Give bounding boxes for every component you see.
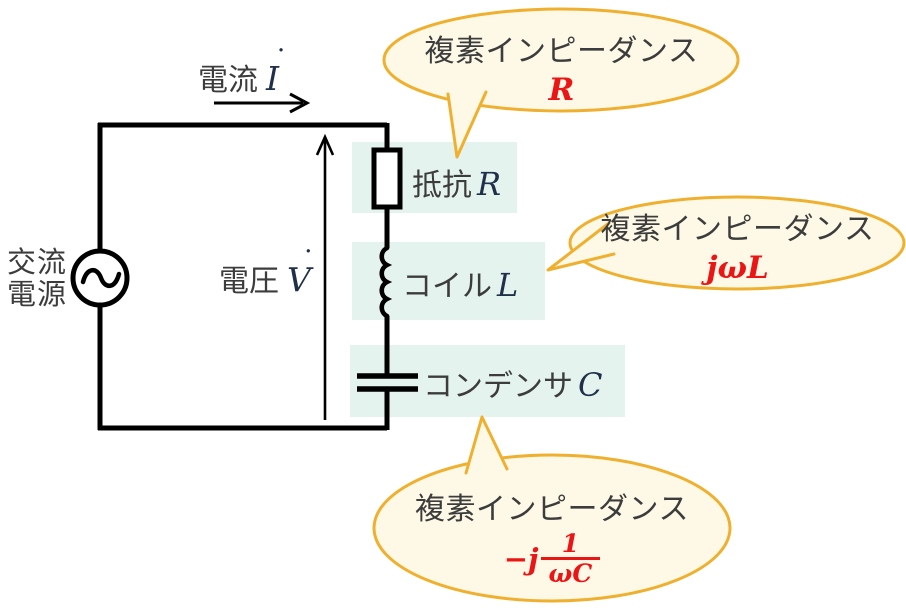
- fraction-numerator: 1: [561, 529, 580, 558]
- formula-minus-j: −j: [503, 542, 539, 577]
- bubble-resistor-tail: [446, 90, 488, 159]
- voltage-arrow-icon: [315, 133, 335, 420]
- resistor-label-text: 抵抗: [412, 169, 472, 202]
- capacitor-symbol: [357, 373, 418, 392]
- resistor-label: 抵抗 R: [412, 160, 501, 204]
- bubble-coil-title: 複素インピーダンス: [600, 213, 875, 246]
- coil-label-text: コイル: [402, 270, 492, 303]
- bubble-resistor-formula: R: [548, 72, 575, 108]
- voltage-dot: ˙: [300, 244, 316, 280]
- bubble-capacitor-tail: [464, 415, 509, 475]
- current-label: 電流 I˙: [198, 43, 289, 99]
- bubble-capacitor-text: 複素インピーダンス −j 1 ωC: [374, 484, 730, 588]
- voltage-label: 電圧 V˙: [219, 244, 316, 300]
- bubble-capacitor-shape: [372, 415, 732, 603]
- ac-source-label: 交流 電源: [4, 247, 70, 312]
- bubble-resistor-shape: [382, 7, 740, 159]
- bubble-coil-tail: [546, 221, 616, 272]
- bubble-coil-text: 複素インピーダンス jωL: [570, 204, 905, 286]
- sine-wave-icon: [80, 268, 122, 288]
- circuit-wires: [97, 122, 390, 431]
- ac-source-label-line2: 電源: [6, 279, 67, 312]
- ac-source-symbol: [70, 248, 130, 308]
- bubble-capacitor-formula: −j 1 ωC: [503, 529, 601, 588]
- voltage-label-text: 電圧: [219, 265, 279, 298]
- formula-fraction: 1 ωC: [540, 529, 601, 588]
- bubble-coil-formula: jωL: [706, 250, 769, 286]
- current-symbol: I˙: [266, 43, 289, 98]
- bubble-resistor-title: 複素インピーダンス: [424, 35, 699, 68]
- capacitor-symbol-letter: C: [578, 366, 603, 404]
- voltage-symbol: V˙: [287, 244, 316, 299]
- resistor-symbol-letter: R: [477, 165, 502, 203]
- coil-symbol-letter: L: [497, 266, 519, 304]
- capacitor-label: コンデンサ C: [423, 361, 602, 405]
- bubble-capacitor-title: 複素インピーダンス: [415, 493, 689, 526]
- capacitor-highlight: [350, 345, 625, 417]
- current-arrow-icon: [214, 92, 311, 114]
- coil-symbol: [379, 245, 393, 319]
- current-label-text: 電流: [198, 64, 258, 97]
- bubble-coil-shape: [546, 195, 906, 291]
- fraction-denominator: ωC: [540, 557, 601, 587]
- bubble-resistor-text: 複素インピーダンス R: [383, 26, 740, 108]
- resistor-symbol: [371, 147, 403, 210]
- current-dot: ˙: [273, 43, 289, 79]
- ac-source-label-line1: 交流: [6, 247, 67, 279]
- capacitor-label-text: コンデンサ: [423, 370, 573, 403]
- coil-label: コイル L: [402, 261, 518, 305]
